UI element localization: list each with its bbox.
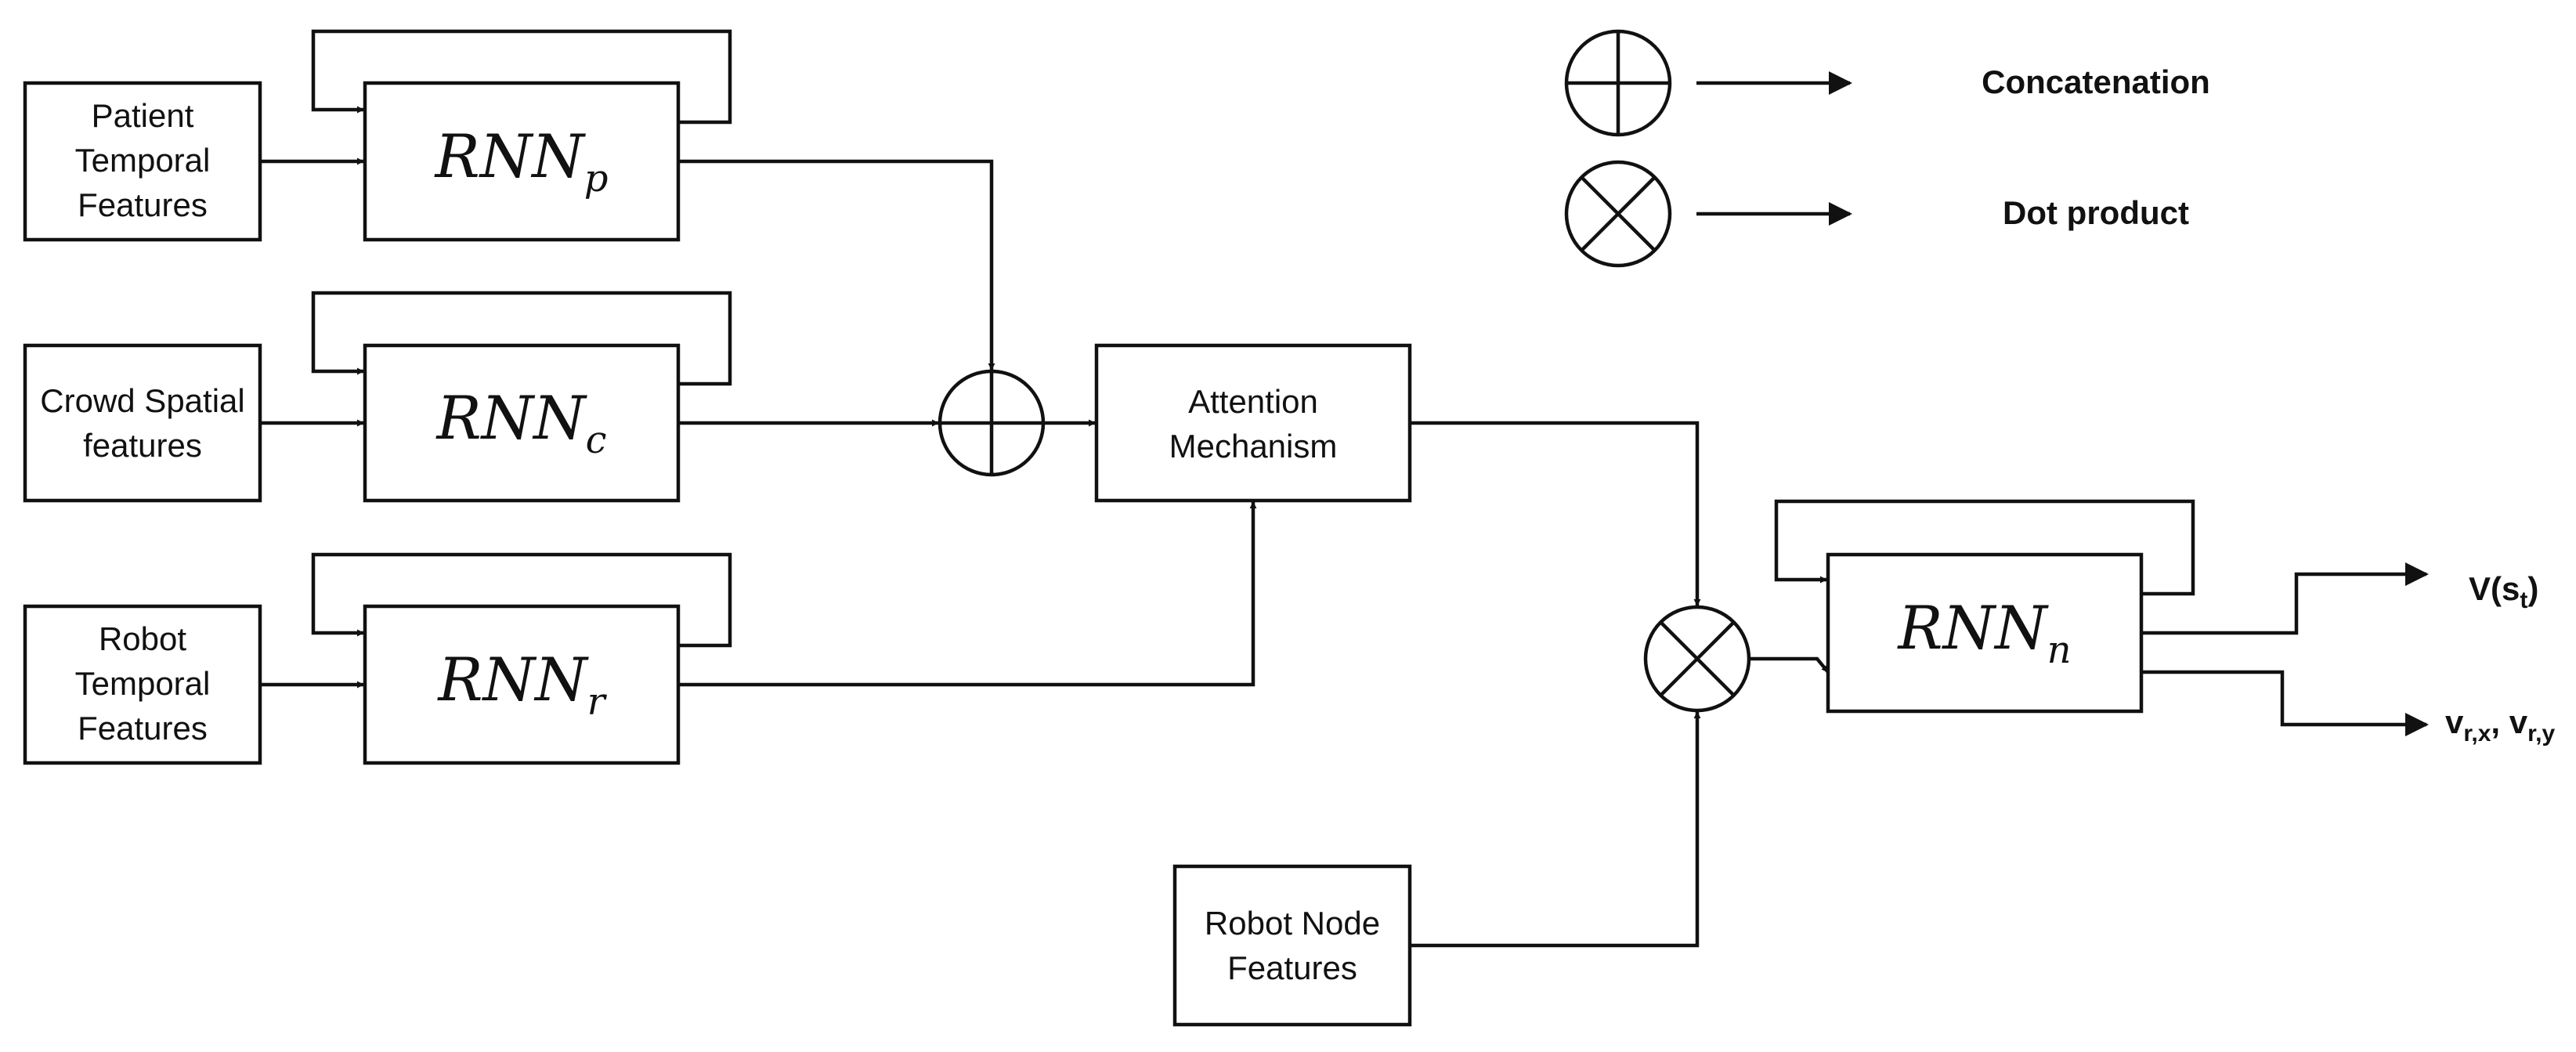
rnn-p-loop-arrow: [311, 29, 732, 125]
attention-to-dot-arrow: [1410, 421, 1701, 606]
patient-temporal-features-box: Patient Temporal Features: [23, 81, 262, 242]
crowd-label-line-1: Crowd Spatial: [40, 382, 244, 419]
robot-node-to-dot-arrow: [1410, 711, 1701, 948]
rnn-c-label: RNNc: [435, 383, 606, 462]
patient-label-line-1: Patient: [92, 97, 194, 134]
crowd-spatial-features-box: Crowd Spatial features: [23, 343, 262, 503]
rnn-r-loop-arrow: [311, 552, 732, 648]
velocity-output-arrow: [2141, 670, 2429, 736]
attention-mechanism-box: Attention Mechanism: [1094, 343, 1412, 503]
robot-label-line-3: Features: [78, 710, 208, 747]
crowd-label-line-2: features: [83, 427, 202, 464]
rnn-p-to-concat-arrow: [678, 159, 995, 371]
rnn-p-label: RNNp: [434, 121, 609, 201]
rnn-r-label: RNNr: [436, 645, 607, 724]
dot-product-operator-icon: [1643, 605, 1751, 713]
connectors: [260, 29, 2429, 948]
rnn-n-box: RNNn: [1826, 552, 2144, 714]
legend-dot-product-icon: [1564, 160, 1672, 268]
rnn-c-box: RNNc: [363, 343, 681, 503]
patient-label-line-2: Temporal: [75, 142, 211, 179]
patient-label-line-3: Features: [78, 186, 208, 223]
rnn-n-loop-arrow: [1774, 499, 2195, 596]
robot-node-label-line-1: Robot Node: [1205, 905, 1380, 942]
robot-node-features-box: Robot Node Features: [1172, 864, 1412, 1027]
rnn-p-box: RNNp: [363, 81, 681, 242]
velocity-output-label: vr,x, vr,y: [2445, 703, 2555, 747]
legend-dot-product-label: Dot product: [2003, 194, 2189, 231]
rnn-r-box: RNNr: [363, 604, 681, 765]
robot-label-line-1: Robot: [99, 620, 186, 657]
rnn-c-loop-arrow: [311, 291, 732, 386]
concatenation-operator-icon: [938, 369, 1046, 477]
value-output-arrow: [2141, 562, 2429, 635]
value-output-label: V(st): [2469, 570, 2538, 613]
dot-to-rnn-n-arrow: [1749, 656, 1830, 674]
rnn-n-label: RNNn: [1896, 593, 2071, 672]
attention-label-line-2: Mechanism: [1169, 428, 1338, 465]
attention-label-line-1: Attention: [1188, 383, 1318, 420]
robot-node-label-line-2: Features: [1227, 949, 1357, 986]
robot-label-line-2: Temporal: [75, 665, 211, 702]
rnn-r-to-attention-arrow: [678, 501, 1257, 687]
legend-concatenation-label: Concatenation: [1982, 63, 2210, 100]
legend-concatenation-icon: [1564, 29, 1672, 137]
robot-temporal-features-box: Robot Temporal Features: [23, 604, 262, 765]
legend: Concatenation Dot product: [1564, 29, 2210, 268]
